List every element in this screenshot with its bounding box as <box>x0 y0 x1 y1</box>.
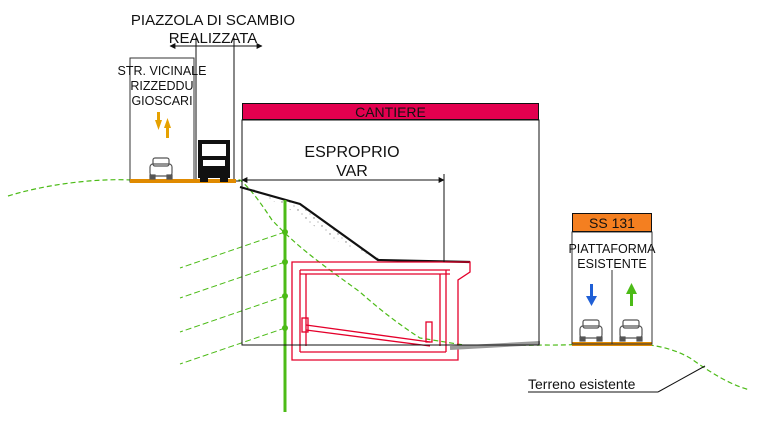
esproprio-label-line2: VAR <box>336 163 368 180</box>
piattaforma-label-line1: PIATTAFORMA <box>568 242 656 256</box>
truck-icon <box>198 140 230 182</box>
tunnel-structure <box>291 261 471 361</box>
terreno-label-text: Terreno esistente <box>528 376 636 392</box>
terreno-label: Terreno esistente <box>528 377 635 391</box>
ss131-label: SS 131 <box>589 214 635 231</box>
piazzola-label: PIAZZOLA DI SCAMBIO REALIZZATA <box>108 12 318 48</box>
piattaforma-label: PIATTAFORMA ESISTENTE <box>558 242 666 272</box>
vicinale-label-line1: STR. VICINALE <box>117 64 207 78</box>
vicinale-label-line3: GIOSCARI <box>131 94 193 108</box>
cantiere-label: CANTIERE <box>355 103 426 120</box>
piazzola-label-line2: REALIZZATA <box>168 30 258 47</box>
piattaforma-label-line2: ESISTENTE <box>577 257 647 271</box>
vicinale-label-line2: RIZZEDDU <box>130 79 194 93</box>
cantiere-boundary <box>241 119 540 346</box>
new-slope-profile <box>239 185 471 264</box>
ground-anchors <box>179 231 286 365</box>
arrow-up-green-icon <box>626 283 637 306</box>
arrow-orange-icon <box>155 112 171 138</box>
car-icon <box>149 157 173 180</box>
arrow-down-blue-icon <box>586 284 597 306</box>
car-icon <box>579 319 603 342</box>
esproprio-label: ESPROPRIO VAR <box>282 143 422 181</box>
piazzola-label-line1: PIAZZOLA DI SCAMBIO <box>130 12 296 29</box>
cantiere-banner: CANTIERE <box>242 103 539 120</box>
vicinale-label: STR. VICINALE RIZZEDDU GIOSCARI <box>110 64 214 109</box>
esproprio-label-line1: ESPROPRIO <box>304 144 400 161</box>
excavation-fill <box>244 186 440 262</box>
ss131-banner: SS 131 <box>572 213 652 232</box>
existing-ground-line <box>7 179 751 391</box>
car-icon <box>619 319 643 342</box>
